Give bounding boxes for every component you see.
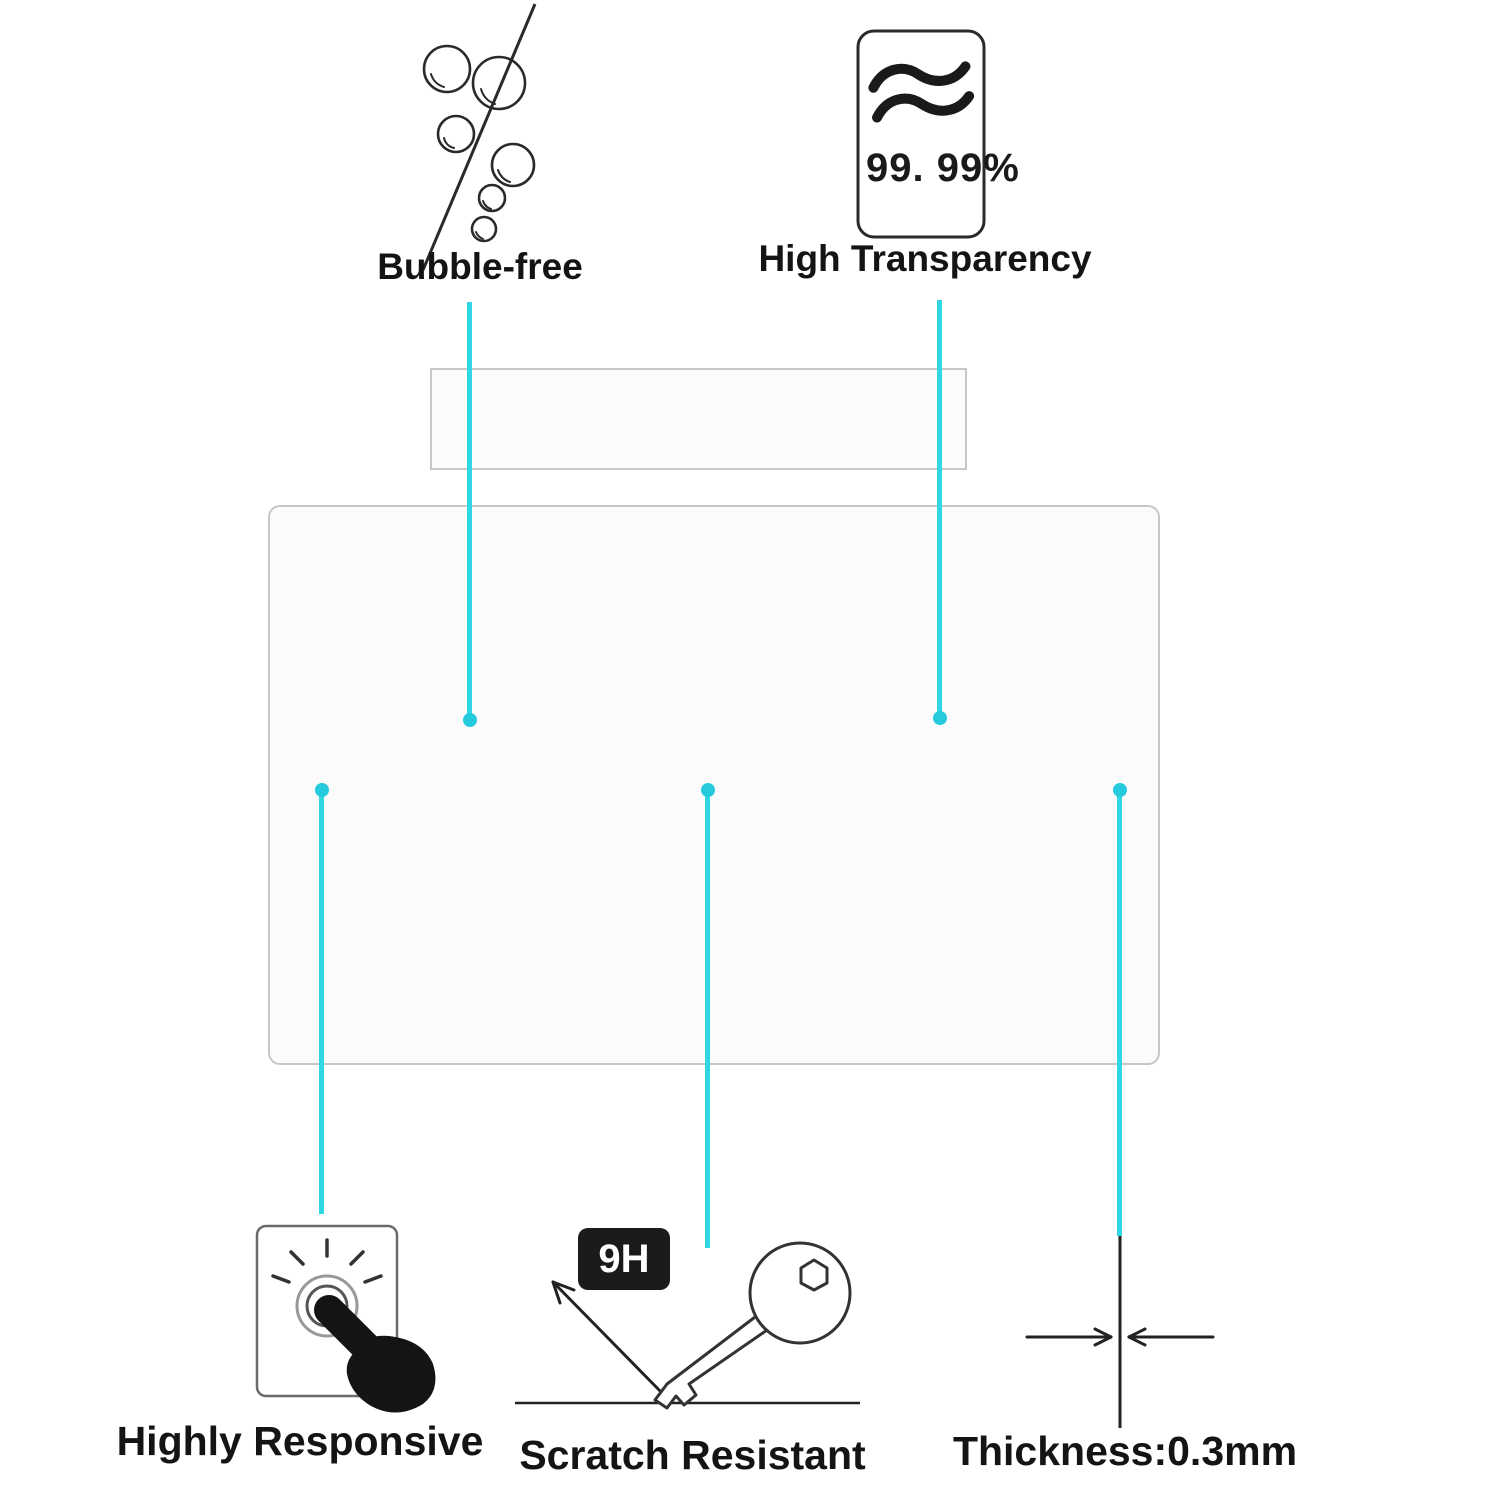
- leader-dot-high-transparency: [933, 711, 947, 725]
- leader-dot-scratch-resistant: [701, 783, 715, 797]
- protector-strip-panel: [430, 368, 967, 470]
- leader-dot-thickness: [1113, 783, 1127, 797]
- wave-stroke: [872, 91, 975, 123]
- bubble: [470, 215, 498, 243]
- leader-line-thickness: [1117, 790, 1122, 1236]
- bubble: [436, 114, 476, 154]
- high-transparency-label: High Transparency: [758, 238, 1092, 279]
- button-outer-ring: [295, 1274, 359, 1338]
- bubble: [422, 44, 472, 94]
- scratch-arrow-barb: [551, 1280, 576, 1292]
- bubble: [490, 142, 536, 188]
- scratch-arrow-shaft: [551, 1280, 667, 1398]
- transparency-waves-icon: [856, 29, 986, 239]
- fist: [346, 1335, 436, 1413]
- scratch-arrow-barb: [551, 1280, 562, 1305]
- bubble: [471, 55, 527, 111]
- strike-line: [421, 3, 537, 271]
- key-head: [748, 1241, 852, 1345]
- finger-press-icon: [255, 1224, 436, 1413]
- leader-line-highly-responsive: [319, 790, 324, 1214]
- transparency-value: 99. 99%: [866, 146, 1020, 190]
- key-shaft: [653, 1312, 772, 1410]
- leader-dot-highly-responsive: [315, 783, 329, 797]
- thickness-arrows-icon: [1025, 1228, 1215, 1428]
- bubble-free-label: Bubble-free: [377, 246, 583, 287]
- key-hole-hexagon: [799, 1258, 829, 1292]
- protector-main-panel: [268, 505, 1160, 1065]
- highly-responsive-label: Highly Responsive: [116, 1418, 484, 1464]
- leader-line-bubble-free: [467, 302, 472, 720]
- bubble: [477, 183, 507, 213]
- scratch-resistant-label: Scratch Resistant: [519, 1432, 866, 1478]
- leader-line-high-transparency: [937, 300, 942, 718]
- leader-line-scratch-resistant: [705, 790, 710, 1248]
- thickness-label: Thickness:0.3mm: [952, 1428, 1298, 1474]
- key-scratch-icon: [515, 1241, 860, 1410]
- wave-stroke: [868, 61, 971, 93]
- bubbles-strike-icon: [421, 3, 537, 271]
- hardness-badge: 9H: [578, 1228, 670, 1290]
- leader-dot-bubble-free: [463, 713, 477, 727]
